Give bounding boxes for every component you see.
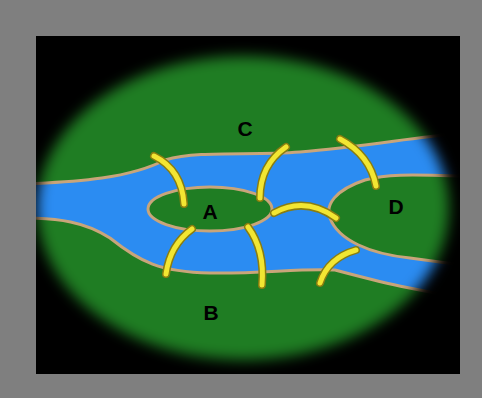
region-label: B	[203, 302, 218, 323]
region-label: D	[388, 196, 403, 217]
bridges	[154, 139, 376, 285]
river	[36, 132, 460, 298]
region-label: C	[237, 118, 252, 139]
region-label: A	[202, 201, 217, 222]
island-a	[148, 187, 272, 231]
